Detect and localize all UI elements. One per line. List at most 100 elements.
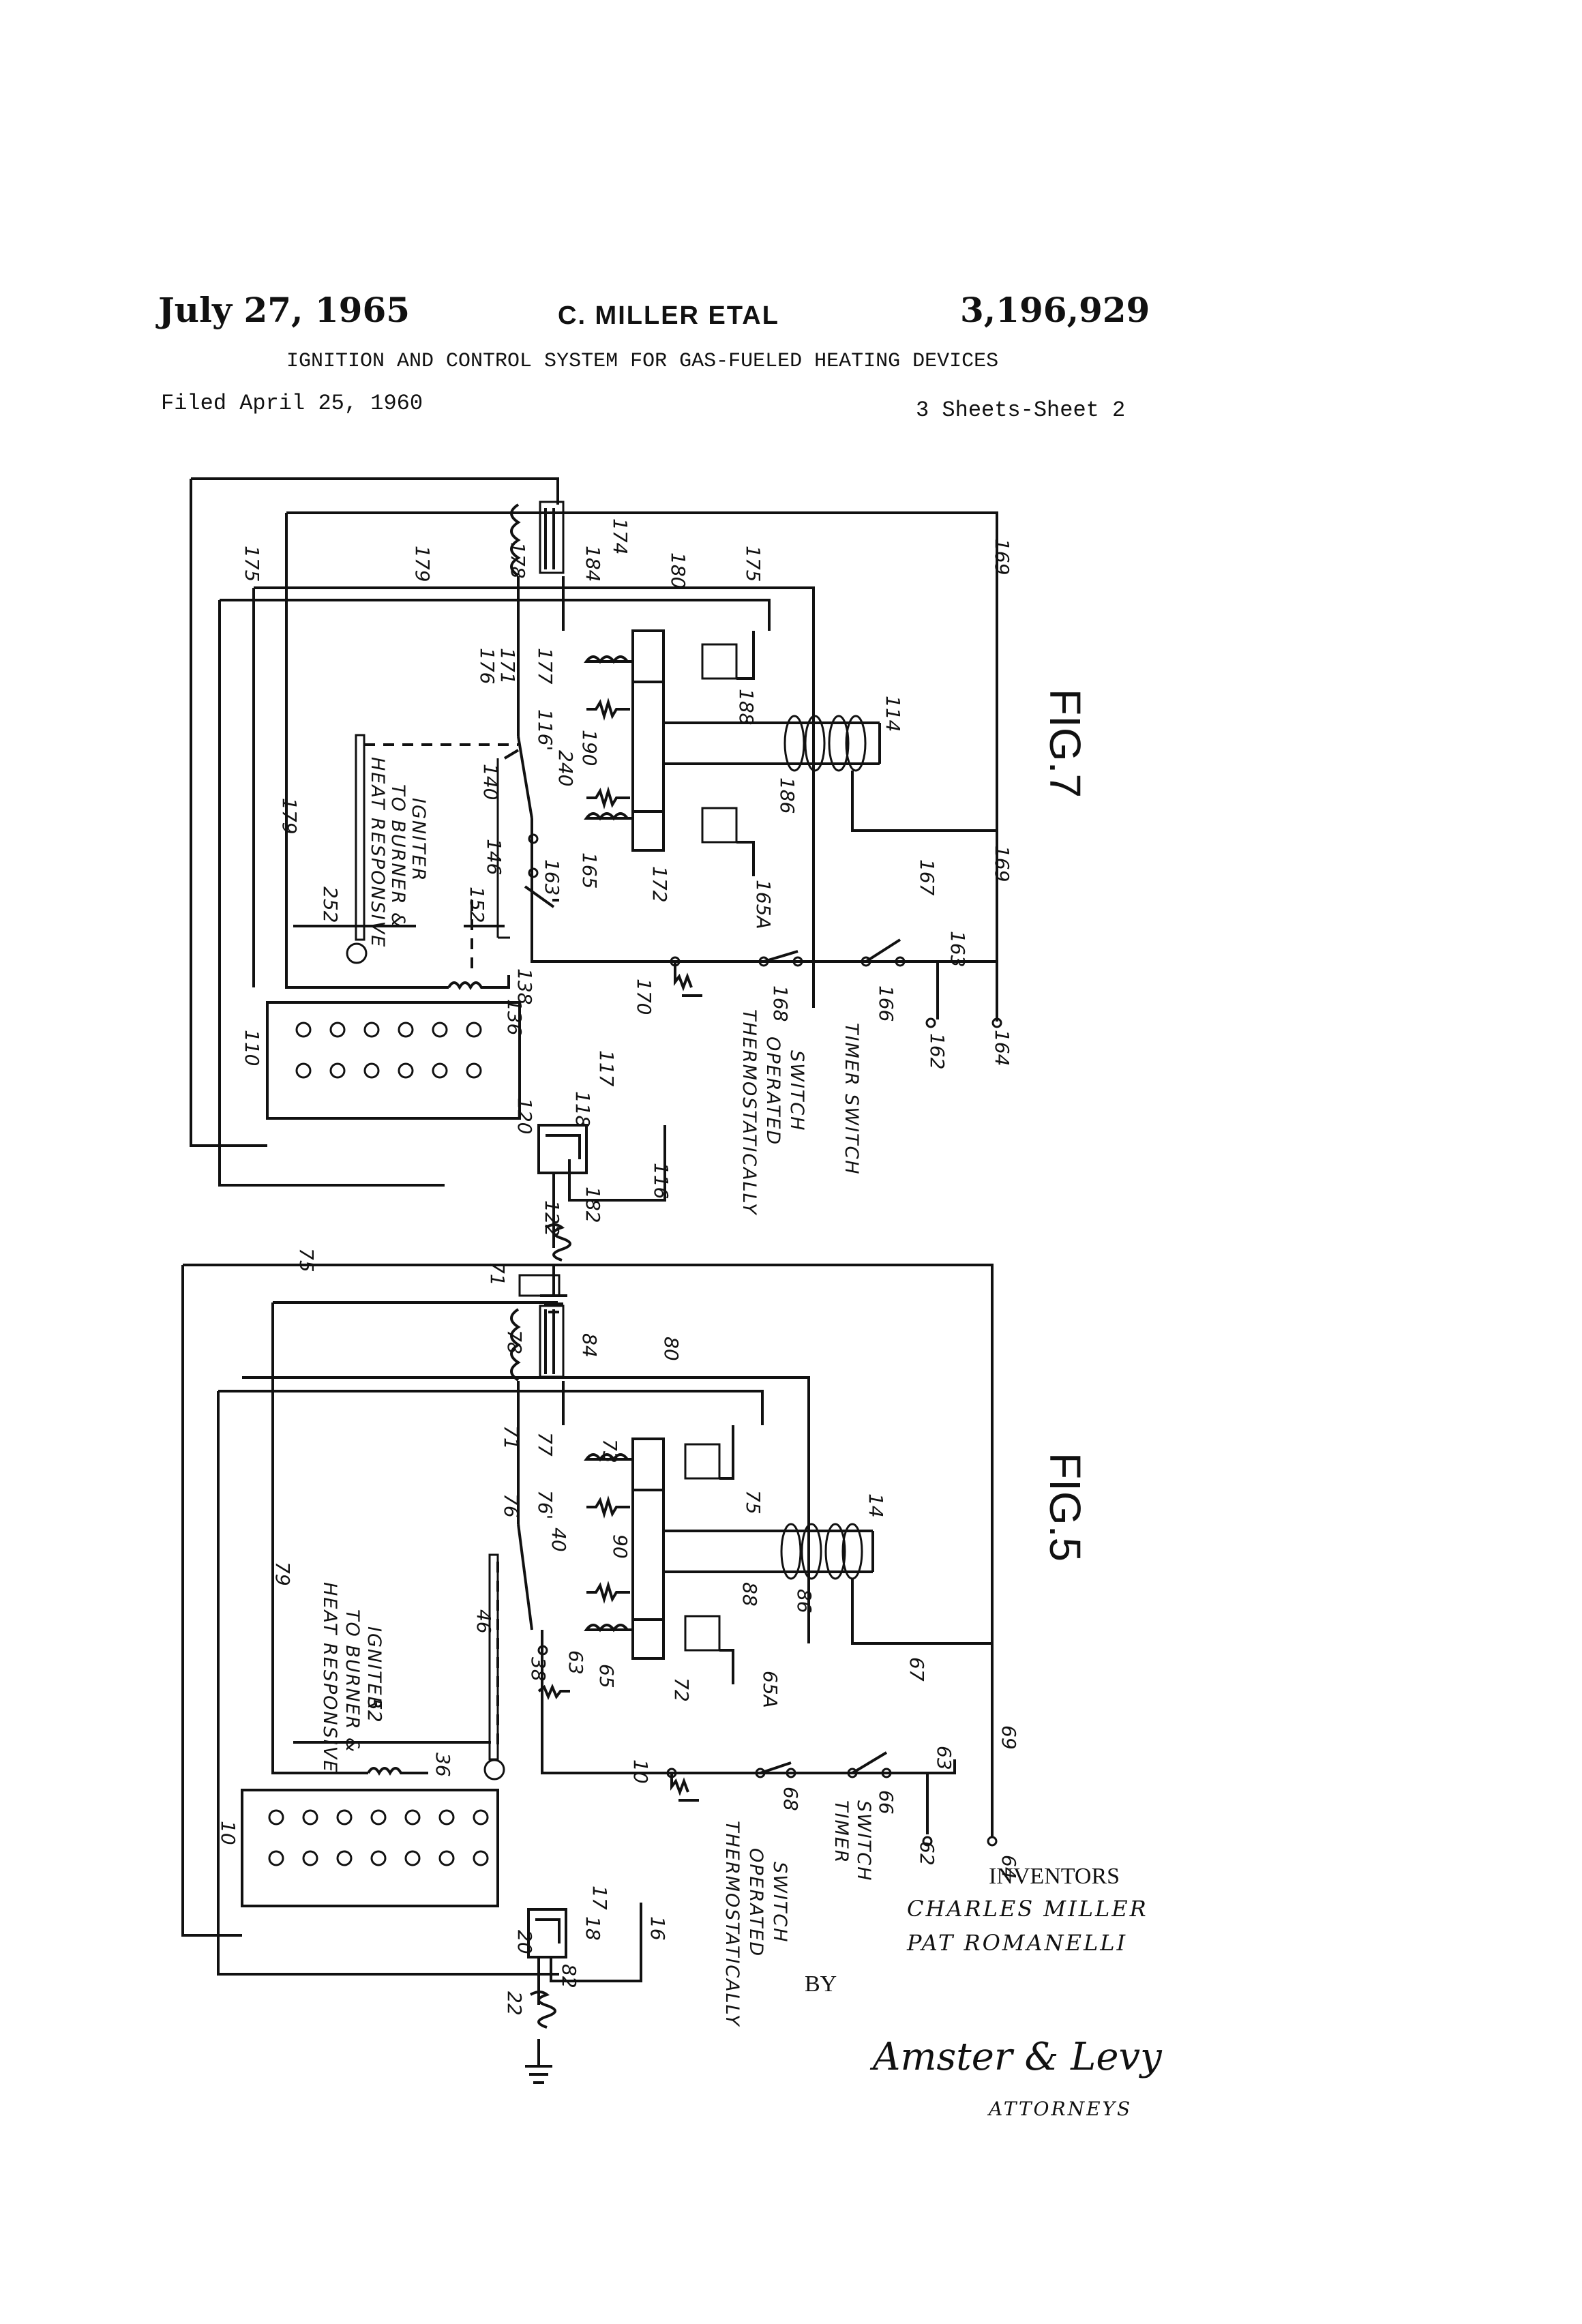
ref-179b: 179 (278, 798, 301, 834)
ref-76p: 76' (534, 1490, 556, 1519)
ref-40: 40 (548, 1528, 570, 1552)
fig7-timer-label: TIMER SWITCH (841, 1023, 862, 1176)
fig7-wire-2 (220, 600, 769, 631)
ref-176: 176 (476, 648, 498, 684)
fig7-switch (505, 736, 532, 818)
ref-116: 116 (650, 1163, 672, 1199)
ref-136: 136 (503, 999, 526, 1035)
ref-163: 163 (541, 859, 563, 895)
fig7-heat-label-1: HEAT RESPONSIVE (367, 757, 388, 948)
ref-62: 62 (916, 1841, 938, 1866)
ref-80: 80 (660, 1337, 683, 1361)
ref-63b: 63 (933, 1746, 955, 1770)
fig5-switch (518, 1524, 532, 1630)
fig5-timer-label-1: TIMER (831, 1800, 852, 1864)
ref-16: 16 (646, 1916, 669, 1941)
ref-66: 66 (875, 1790, 897, 1815)
fig7-circuit: 175 178 179 184 174 180 175 177 176 171 … (191, 479, 1090, 1312)
ref-88: 88 (738, 1582, 761, 1607)
inventors-title: INVENTORS (989, 1864, 1120, 1889)
fig5-transformer-core (540, 1306, 563, 1377)
ref-14: 14 (865, 1493, 887, 1518)
ref-71b: 71 (500, 1425, 522, 1450)
ref-190: 190 (578, 730, 601, 766)
attorney-signature: Amster & Levy (869, 2035, 1163, 2079)
ref-163b: 163 (946, 931, 969, 967)
fig5-relay-block-2 (685, 1616, 719, 1650)
ref-36: 36 (432, 1753, 454, 1777)
ref-84: 84 (578, 1333, 601, 1358)
ref-116p: 116' (534, 709, 556, 751)
ref-186: 186 (776, 777, 799, 814)
fig7-ground-170 (675, 962, 702, 996)
ref-175: 175 (241, 546, 263, 582)
fig7-thermo-label-2: OPERATED (762, 1037, 783, 1146)
ref-122: 122 (541, 1200, 563, 1236)
ref-165a: 165A (752, 880, 775, 929)
fig7-heater-136 (449, 975, 509, 987)
fig5-relay-wires (719, 1425, 733, 1684)
ref-166: 166 (875, 985, 897, 1022)
ref-76: 76 (500, 1493, 522, 1518)
fig5-wire-79 (273, 1302, 558, 1773)
fig5-timer-label-2: SWITCH (853, 1800, 874, 1881)
ref-165: 165 (578, 852, 601, 889)
ref-110: 110 (241, 1030, 263, 1066)
fig5-thermo-label-1: THERMOSTATICALLY (721, 1821, 743, 2027)
ref-78: 78 (503, 1330, 526, 1354)
ref-67: 67 (906, 1657, 928, 1682)
ref-73: 73 (599, 1439, 621, 1463)
ref-162: 162 (926, 1033, 949, 1069)
ref-63: 63 (565, 1650, 587, 1675)
fig7-thermo-switch (764, 951, 798, 962)
fig7-igniter (539, 1125, 586, 1173)
attorneys-label: ATTORNEYS (987, 2098, 1132, 2120)
fig7-relay-block-1 (702, 644, 736, 679)
ref-240: 240 (554, 750, 577, 786)
fig5-label: FIG.5 (1041, 1452, 1090, 1562)
ref-46: 46 (473, 1609, 495, 1634)
fig7-wire-175b (736, 631, 753, 679)
fig7-bimetal-252 (356, 735, 364, 940)
ref-171: 171 (496, 648, 519, 684)
ref-140: 140 (479, 764, 502, 800)
ref-120: 120 (513, 1098, 536, 1134)
fig7-burner-ports (297, 1023, 481, 1077)
fig7-thermo-label-1: THERMOSTATICALLY (738, 1009, 760, 1216)
fig5-control-bus (542, 1630, 955, 1773)
ref-170: 170 (633, 979, 655, 1015)
ref-75: 75 (295, 1248, 318, 1272)
ref-180: 180 (667, 552, 689, 589)
ref-65a: 65A (759, 1671, 781, 1708)
signature-block: INVENTORS CHARLES MILLER PAT ROMANELLI B… (805, 1864, 1163, 2120)
fig5-relay-shaft (663, 1531, 873, 1572)
ref-65: 65 (595, 1664, 618, 1688)
fig7-wire-163 (900, 962, 938, 1019)
by-label: BY (805, 1971, 837, 1997)
fig5-heater-36 (368, 1768, 428, 1773)
ref-86: 86 (793, 1589, 816, 1613)
ref-10: 10 (217, 1821, 239, 1845)
ref-17: 17 (588, 1886, 611, 1910)
ref-82: 82 (558, 1964, 580, 1988)
ref-172: 172 (648, 866, 671, 902)
ref-184: 184 (582, 546, 604, 582)
ref-77: 77 (534, 1432, 556, 1457)
ref-118: 118 (571, 1091, 594, 1127)
fig5-ground-10 (672, 1773, 699, 1800)
fig5-burner (242, 1790, 498, 1906)
fig7-heat-label-3: IGNITER (408, 798, 429, 882)
fig7-label: FIG.7 (1041, 689, 1090, 798)
ref-22: 22 (503, 1991, 526, 2016)
fig5-burner-ports (269, 1811, 488, 1865)
ref-177: 177 (534, 648, 556, 685)
ref-252: 252 (319, 887, 342, 923)
fig5-heat-label-1: HEAT RESPONSIVE (319, 1582, 340, 1773)
fig5-thermo-label-3: SWITCH (769, 1862, 790, 1943)
ref-20: 20 (513, 1930, 536, 1954)
fig7-relay-block-2 (702, 808, 736, 842)
ref-79: 79 (271, 1562, 294, 1586)
ref-114: 114 (882, 696, 904, 732)
